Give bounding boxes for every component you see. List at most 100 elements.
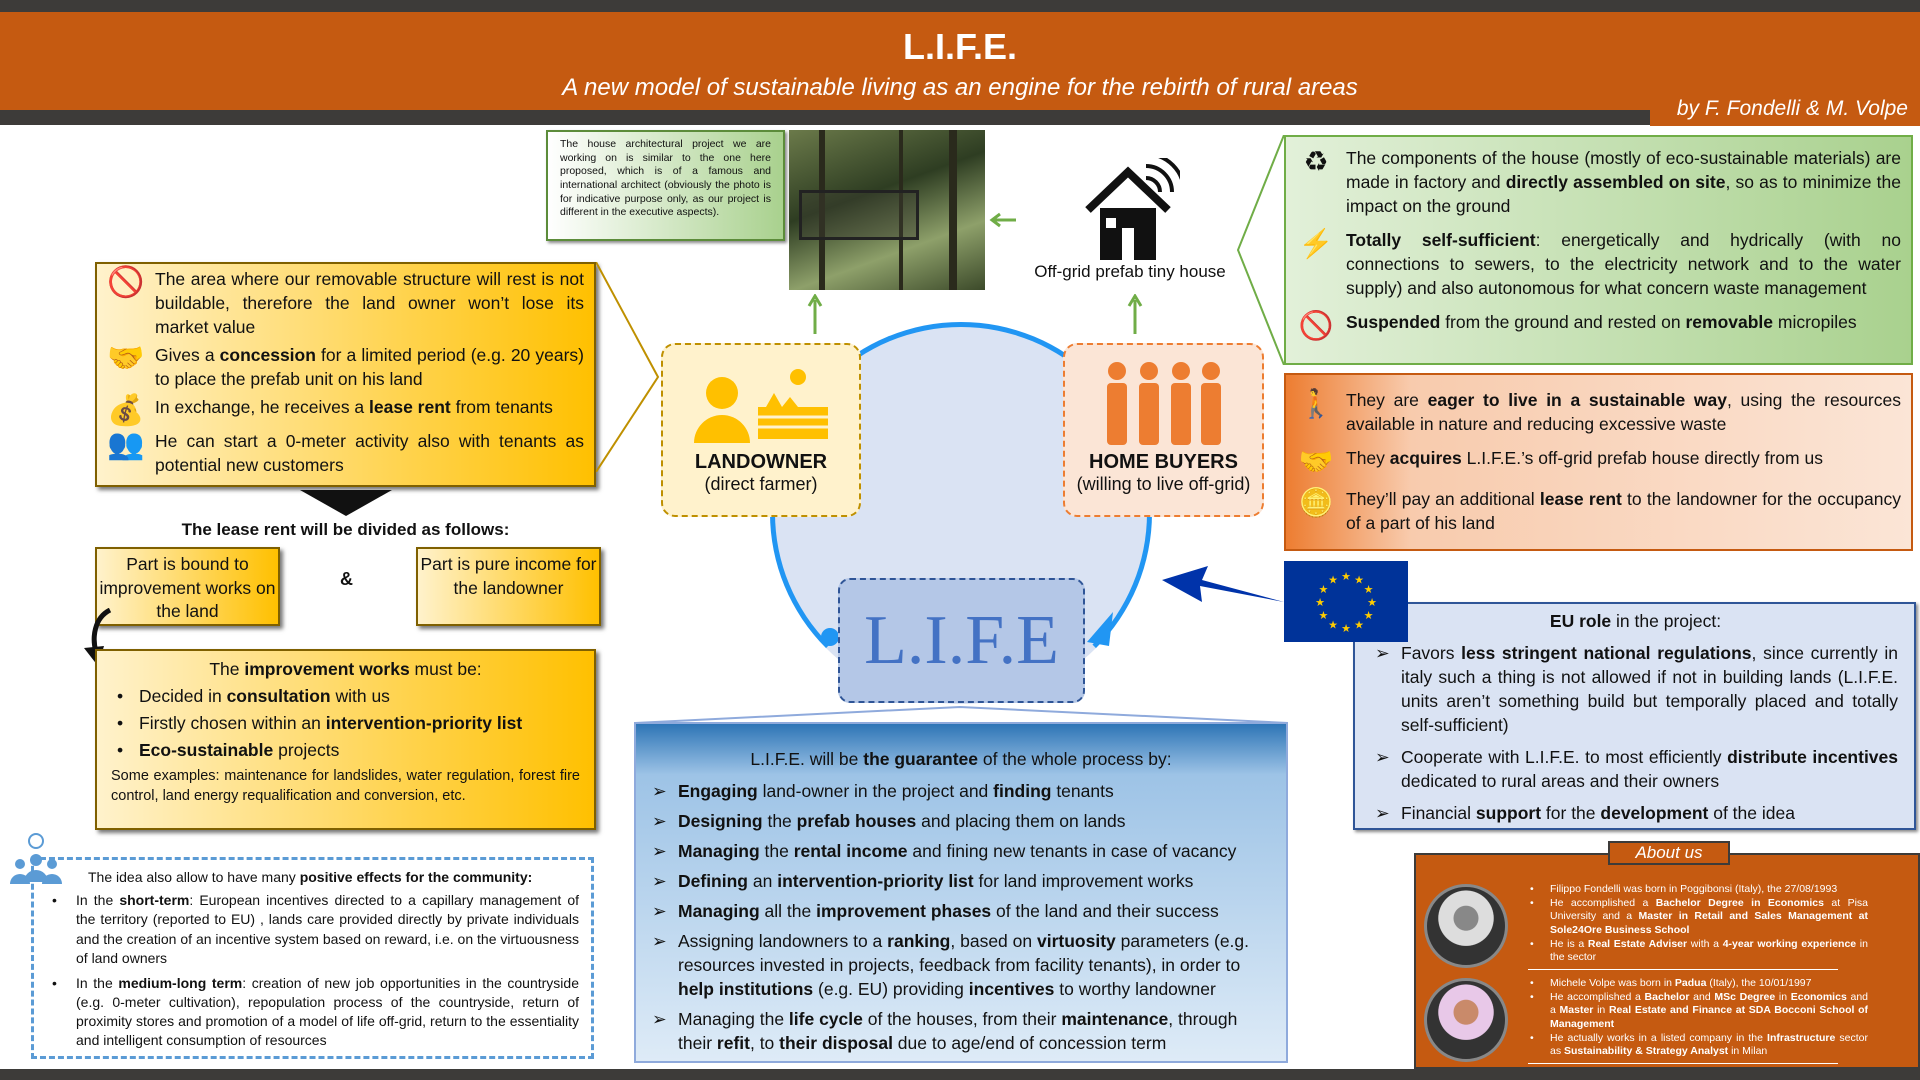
eu-flag: ★★★★★★★★★★★★ (1284, 561, 1408, 642)
text-run: sector as (1550, 1031, 1868, 1058)
arrow-left-icon (989, 212, 1016, 228)
star-icon: ★ (1354, 574, 1364, 586)
text-run: Bachelor Degree in Economics (1655, 896, 1824, 909)
star-icon: ★ (1364, 584, 1374, 596)
header: L.I.F.E. A new model of sustainable livi… (0, 12, 1920, 110)
eu-role-box: EU role in the project: Favors less stri… (1353, 602, 1916, 830)
text-run: Managing the (678, 1008, 789, 1029)
text-run: for land improvement works (973, 870, 1194, 891)
text-run: He actually works in a listed company in… (1550, 1031, 1768, 1044)
text-run: 4-year working experience (1722, 937, 1857, 950)
text-run: virtuosity (1036, 930, 1116, 951)
text-run: must be: (409, 659, 482, 679)
text-run: life cycle (788, 1008, 863, 1029)
text-run: (e.g. EU) providing (813, 978, 969, 999)
star-icon: ★ (1315, 597, 1325, 609)
landowner-subtitle: (direct farmer) (704, 474, 818, 494)
bracket-line (634, 705, 1288, 724)
text-run: and (1689, 990, 1715, 1003)
text-run: Real Estate Adviser (1587, 937, 1688, 950)
text-run: intervention-priority list (325, 713, 523, 733)
text-run: In exchange, he receives a (155, 396, 370, 417)
star-icon: ★ (1319, 610, 1329, 622)
bio-item: He is a Real Estate Adviser with a 4-yea… (1528, 938, 1868, 965)
text-run: in the project: (1611, 611, 1722, 631)
text-run: in (1593, 1004, 1609, 1017)
bio-item: He accomplished a Bachelor Degree in Eco… (1528, 897, 1868, 938)
person-volpe: Michele Volpe was born in Padua (Italy),… (1424, 977, 1868, 1064)
text-run: to the landowner for the occupancy of a … (1346, 488, 1901, 533)
text-run: Real Estate and Finance at SDA Bocconi S… (1550, 1004, 1868, 1030)
avatar (1424, 884, 1508, 969)
text-run: L.I.F.E.’s off-grid prefab house directl… (1461, 447, 1823, 468)
text-run: Managing (678, 900, 760, 921)
text-run: dedicated to rural areas and their owner… (1401, 770, 1720, 791)
text-run: Sustainability & Strategy Analyst (1564, 1045, 1729, 1058)
handshake-icon: 🤝 (107, 341, 145, 375)
bio-item: Michele Volpe was born in Padua (Italy),… (1528, 977, 1868, 991)
text-run: the guarantee (863, 749, 978, 769)
text-run: They are (1346, 390, 1428, 410)
connector-lines (596, 262, 660, 472)
about-us-panel: Filippo Fondelli was born in Poggibonsi … (1414, 853, 1920, 1069)
page-subtitle: A new model of sustainable living as an … (562, 74, 1358, 101)
text-run: Bachelor (1644, 990, 1690, 1003)
text-run: Favors (1401, 642, 1462, 663)
feature-text: Gives a concession for a limited period … (155, 344, 584, 392)
text-run: of the idea (1708, 802, 1795, 823)
family-icon (1106, 362, 1221, 445)
star-icon: ★ (1367, 597, 1377, 609)
text-run: In the (76, 892, 120, 909)
feature-text: They are eager to live in a sustainable … (1346, 389, 1901, 437)
text-run: short-term (119, 892, 190, 909)
text-run: He accomplished a (1550, 896, 1656, 909)
improvement-item: Decided in consultation with us (111, 686, 580, 707)
text-run: In the (76, 974, 119, 991)
star-icon: ★ (1354, 620, 1364, 632)
text-run: ranking (887, 930, 951, 951)
bio-item: Filippo Fondelli was born in Poggibonsi … (1528, 883, 1868, 897)
home-buyers-title: HOME BUYERS (1089, 451, 1238, 473)
text-run: Totally self-sufficient (1346, 229, 1536, 250)
money-hand-icon: 💰 (107, 393, 145, 427)
eu-role-item: Cooperate with L.I.F.E. to most efficien… (1373, 746, 1898, 794)
text-run: Eco-sustainable (139, 740, 274, 760)
text-run: consultation (226, 686, 331, 706)
text-run: at Pisa University and a (1550, 896, 1868, 923)
text-run: acquires (1389, 447, 1462, 468)
recycle-icon: ♻ (1303, 146, 1329, 177)
text-run: The components of the house (mostly of e… (1346, 148, 1901, 192)
buyer-features-box: 🚶They are eager to live in a sustainable… (1284, 373, 1913, 551)
community-title: The idea also allow to have many positiv… (48, 868, 579, 887)
customers-icon: 👥 (107, 427, 145, 461)
text-run: Cooperate with L.I.F.E. to most efficien… (1401, 746, 1728, 767)
star-icon: ★ (1341, 571, 1351, 583)
text-run: an (748, 870, 778, 891)
guarantee-item: Assigning landowners to a ranking, based… (650, 930, 1272, 1002)
text-run: Defining (678, 870, 748, 891)
improvement-title: The improvement works must be: (111, 659, 580, 680)
text-run: the (759, 840, 794, 861)
text-run: The idea also allow to have many (88, 869, 300, 885)
text-run: : European incentives directed to a capi… (76, 892, 580, 966)
energy-icon: ⚡ (1298, 227, 1334, 259)
life-logo-box: L.I.F.E (838, 578, 1085, 703)
handshake-icon: 🤝 (1298, 445, 1334, 477)
guarantee-item: Defining an intervention-priority list f… (650, 870, 1272, 894)
text-run: incentives (968, 978, 1055, 999)
text-run: tenants (1051, 780, 1114, 801)
bio-item: He accomplished a Bachelor and MSc Degre… (1528, 991, 1868, 1032)
text-run: parameters (e.g. resources invested in p… (678, 930, 1250, 975)
text-run: Filippo Fondelli was born in Poggibonsi … (1550, 883, 1838, 895)
text-run: , based on (950, 930, 1037, 951)
text-run: distribute incentives (1727, 746, 1898, 767)
feature-text: Totally self-sufficient: energetically a… (1346, 229, 1901, 301)
feature-row: 🪙They’ll pay an additional lease rent to… (1286, 487, 1901, 536)
text-run: , through their (678, 1008, 1238, 1053)
guarantee-box: L.I.F.E. will be the guarantee of the wh… (634, 722, 1288, 1063)
feature-text: The area where our removable structure w… (155, 268, 584, 340)
page-title: L.I.F.E. (902, 26, 1017, 67)
lease-part-improvement: Part is bound to improvement works on th… (95, 547, 280, 626)
text-run: their disposal (779, 1032, 893, 1053)
down-arrow-icon (300, 490, 392, 516)
